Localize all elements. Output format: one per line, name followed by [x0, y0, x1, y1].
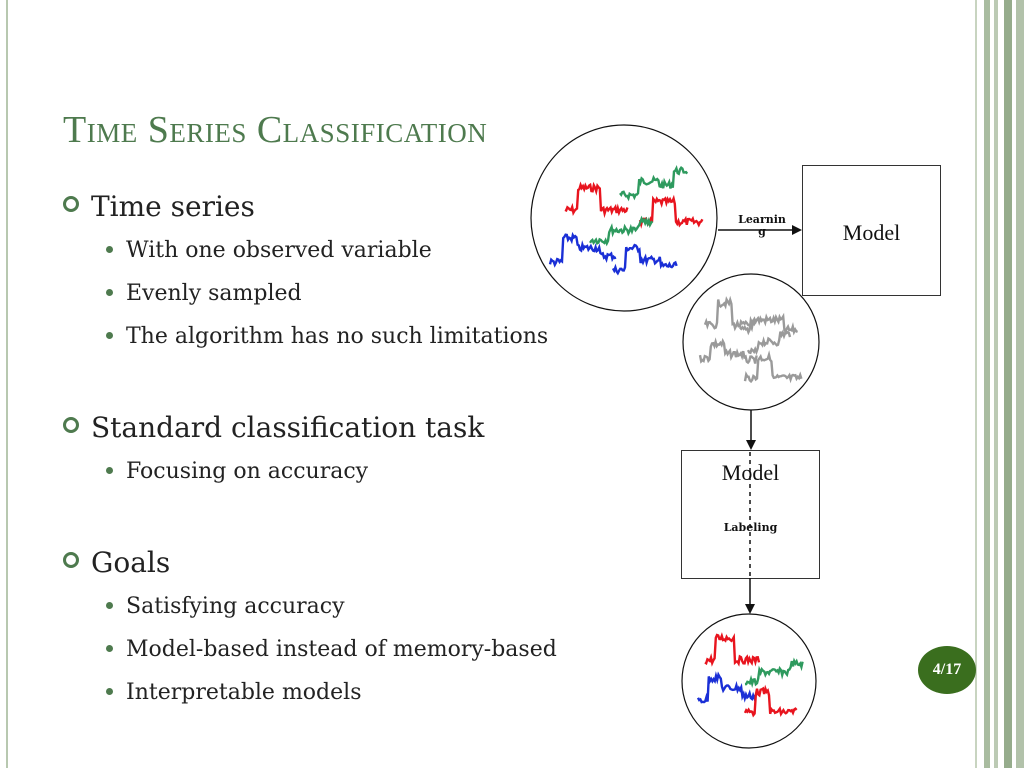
bullet-text: Standard classification task [91, 411, 485, 444]
training-series-group [548, 164, 704, 276]
circle-bullet-icon [63, 552, 79, 568]
bullet-level2: Model-based instead of memory-based [106, 637, 557, 662]
blue-series-line [696, 671, 757, 704]
bullet-level2: With one observed variable [106, 238, 432, 263]
dot-bullet-icon [106, 332, 113, 339]
bullet-level2: Interpretable models [106, 680, 361, 705]
bullet-level2: Satisfying accuracy [106, 594, 345, 619]
slide-title: Time Series Classification [63, 109, 488, 151]
dot-bullet-icon [106, 688, 113, 695]
model-box-learning: Model [802, 165, 941, 296]
red-series-line [564, 181, 629, 219]
bullet-text: Satisfying accuracy [126, 594, 345, 619]
dot-bullet-icon [106, 645, 113, 652]
bullet-text: Time series [91, 190, 255, 223]
model-label: Model [721, 460, 780, 485]
learning-label: Learnin g [726, 214, 798, 238]
gray-series-line [739, 312, 799, 336]
bullet-text: Model-based instead of memory-based [126, 637, 557, 662]
dot-bullet-icon [106, 602, 113, 609]
bullet-level2: Focusing on accuracy [106, 459, 368, 484]
blue-series-line [611, 243, 678, 276]
bullet-text: Evenly sampled [126, 281, 302, 306]
circle-bullet-icon [63, 417, 79, 433]
learning-label-line2: g [758, 225, 766, 238]
bullet-text: Goals [91, 546, 171, 579]
green-series-line [619, 164, 689, 202]
bullet-text: The algorithm has no such limitations [126, 324, 549, 349]
learning-label-line1: Learnin [738, 213, 786, 226]
model-label: Model [842, 220, 901, 245]
dot-bullet-icon [106, 467, 113, 474]
bullet-level1: Standard classification task [63, 411, 484, 444]
red-series-line [638, 194, 704, 229]
bullet-level1: Goals [63, 546, 170, 579]
green-series-line [744, 657, 804, 688]
dot-bullet-icon [106, 246, 113, 253]
frame-line [1016, 0, 1024, 768]
bullet-text: Interpretable models [126, 680, 362, 705]
gray-series-line [743, 350, 803, 384]
red-series-line [704, 632, 761, 667]
dot-bullet-icon [106, 289, 113, 296]
labeled-series-group [696, 632, 804, 718]
frame-line [6, 0, 8, 768]
frame-line [984, 0, 990, 768]
blue-series-line [548, 231, 617, 268]
gray-series-line [698, 337, 758, 365]
red-series-line [743, 684, 798, 718]
bullet-level1: Time series [63, 190, 255, 223]
gray-series-line [703, 295, 757, 333]
page-number-badge: 4/17 [918, 646, 976, 694]
bullet-level2: Evenly sampled [106, 281, 302, 306]
gray-series-line [746, 329, 792, 356]
frame-line [994, 0, 998, 768]
bullet-text: Focusing on accuracy [126, 459, 369, 484]
green-series-line [589, 215, 654, 247]
bullet-level2: The algorithm has no such limitations [106, 324, 548, 349]
unlabeled-series-group [698, 295, 803, 384]
bullet-text: With one observed variable [126, 238, 432, 263]
frame-line [975, 0, 977, 768]
circle-bullet-icon [63, 196, 79, 212]
frame-line [1004, 0, 1012, 768]
